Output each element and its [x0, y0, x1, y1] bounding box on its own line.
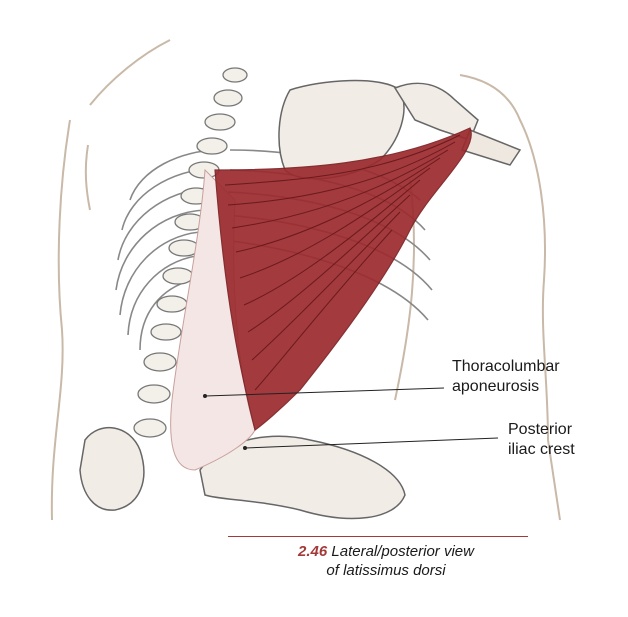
label-line: Thoracolumbar [452, 358, 560, 375]
caption-line-1: Lateral/posterior view [331, 543, 474, 560]
spine [133, 67, 248, 438]
label-line: Posterior [508, 421, 573, 438]
label-posterior-iliac-crest: Posterior iliac crest [508, 420, 575, 460]
figure-number: 2.46 [298, 543, 328, 560]
label-line: iliac crest [508, 441, 575, 458]
label-line: aponeurosis [452, 378, 540, 395]
leader-lines [204, 387, 499, 449]
pelvis [79, 426, 406, 520]
caption-rule [228, 536, 528, 537]
label-thoracolumbar-aponeurosis: Thoracolumbar aponeurosis [452, 357, 560, 397]
figure-caption: 2.46 Lateral/posterior view of latissimu… [236, 542, 536, 580]
caption-line-2: of latissimus dorsi [326, 562, 446, 579]
latissimus-dorsi-muscle [214, 127, 472, 432]
